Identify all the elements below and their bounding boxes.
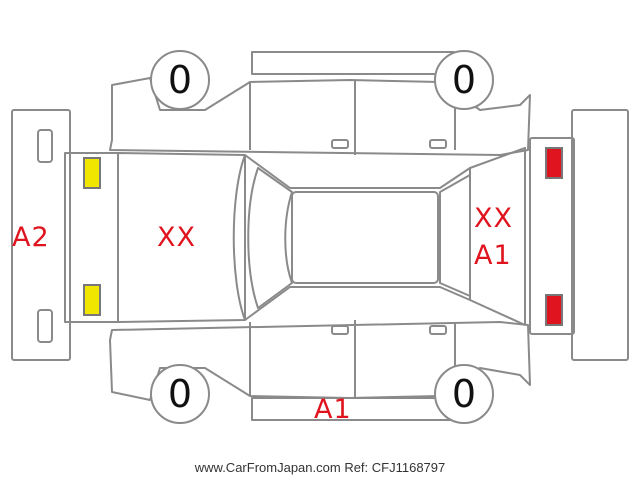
rear-right-light — [545, 294, 563, 326]
footer-ref: Ref: CFJ1168797 — [344, 460, 446, 475]
top-side-panel — [109, 77, 531, 156]
tire-rear-right-value: 0 — [451, 372, 477, 416]
tire-rear-left: 0 — [434, 50, 494, 110]
roof-strip-top — [251, 51, 455, 75]
rear-bumper-outline — [571, 109, 629, 361]
tire-front-right-value: 0 — [167, 372, 193, 416]
rear-left-light — [545, 147, 563, 179]
rear-tail-panel — [529, 137, 575, 335]
front-bumper-outline — [11, 109, 71, 361]
tire-rear-right: 0 — [434, 364, 494, 424]
rear-window — [469, 147, 526, 326]
mark-hood: XX — [157, 222, 196, 253]
top-front-handle — [331, 139, 349, 149]
mark-rear-window: XX — [474, 203, 513, 234]
front-right-light — [83, 284, 101, 316]
front-bumper-vent-bottom — [37, 309, 53, 343]
footer-reference: www.CarFromJapan.com Ref: CFJ1168797 — [0, 460, 640, 475]
mark-front-bumper: A2 — [12, 222, 50, 253]
roof-panel — [291, 191, 439, 284]
cabin-outline — [232, 154, 471, 321]
tire-front-left-value: 0 — [167, 58, 193, 102]
tire-front-right: 0 — [150, 364, 210, 424]
front-bumper-vent-top — [37, 129, 53, 163]
top-rear-handle — [429, 139, 447, 149]
mark-rear-panel: A1 — [474, 240, 512, 271]
mark-side-lower: A1 — [314, 394, 352, 425]
bottom-rear-handle — [429, 325, 447, 335]
tire-rear-left-value: 0 — [451, 58, 477, 102]
front-left-light — [83, 157, 101, 189]
footer-site: www.CarFromJapan.com — [194, 460, 341, 475]
bottom-front-handle — [331, 325, 349, 335]
rocker-strip-bottom — [251, 397, 455, 421]
windshield — [247, 167, 293, 309]
rear-window-frame — [439, 174, 471, 297]
tire-front-left: 0 — [150, 50, 210, 110]
